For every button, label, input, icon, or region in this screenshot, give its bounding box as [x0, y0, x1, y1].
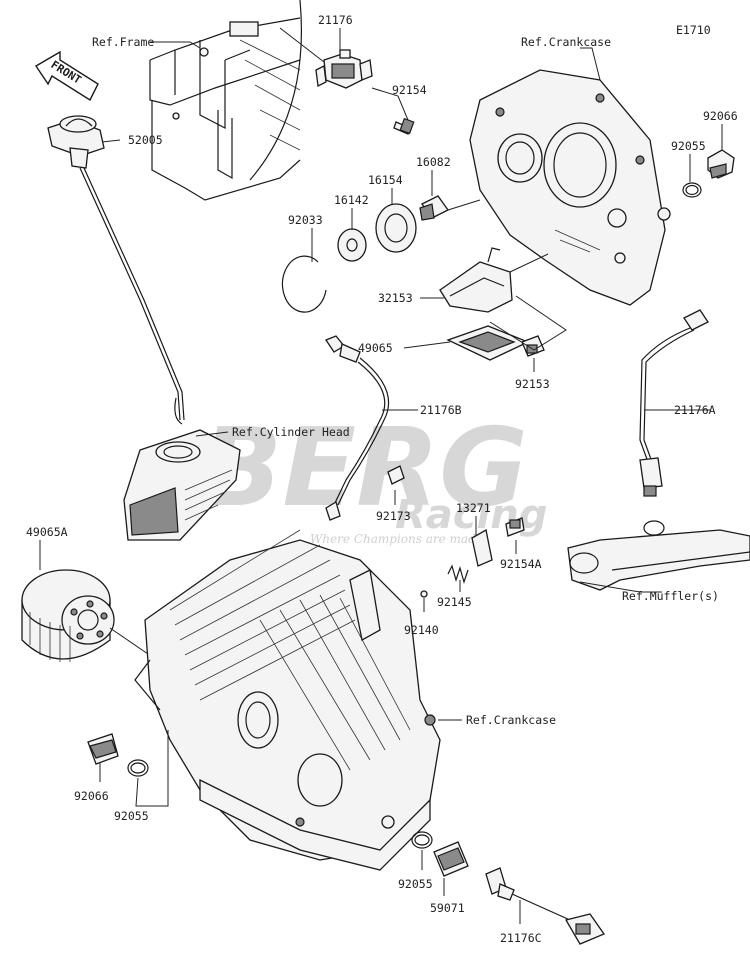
rotor-16142: [337, 228, 367, 262]
label-92066-bottom: 92066: [74, 789, 109, 803]
label-ref-crankcase-top: Ref.Crankcase: [521, 35, 611, 49]
label-92154A: 92154A: [500, 557, 542, 571]
label-ref-frame: Ref.Frame: [92, 35, 154, 49]
crankcase-main-drawing: [134, 529, 441, 871]
shaft-16082: [419, 195, 449, 221]
sensor-21176C: [485, 867, 605, 945]
label-16082: 16082: [416, 155, 451, 169]
callout-lines: [39, 27, 723, 924]
front-arrow-icon: FRONT: [35, 50, 99, 102]
label-92154: 92154: [392, 83, 427, 97]
crankcase-cover-drawing: [469, 69, 671, 306]
washer-92055-left: [127, 759, 149, 777]
watermark-main: BERG: [200, 406, 528, 531]
plate-13271: [471, 528, 493, 567]
plug-92066-top: [707, 149, 735, 179]
watermark-logo: BERG Racing Where Champions are made: [200, 406, 547, 546]
label-32153: 32153: [378, 291, 413, 305]
dipstick-52005: [47, 115, 185, 425]
label-49065: 49065: [358, 341, 393, 355]
cylinder-head-drawing: [123, 429, 241, 541]
plug-59071: [433, 841, 469, 877]
label-92055-left: 92055: [114, 809, 149, 823]
oil-filter-49065A: [21, 569, 115, 662]
bolt-92154: [393, 117, 415, 135]
label-92145: 92145: [437, 595, 472, 609]
terminal-92173: [387, 465, 405, 485]
gasket-49065: [446, 325, 530, 361]
cover-32153: [439, 247, 513, 313]
plug-92066-bottom: [87, 733, 119, 765]
label-92066-top: 92066: [703, 109, 738, 123]
label-92140: 92140: [404, 623, 439, 637]
watermark-tagline: Where Champions are made: [310, 532, 483, 546]
frame-drawing: [149, 0, 303, 201]
diagram-code: E1710: [676, 23, 711, 37]
label-21176C: 21176C: [500, 931, 542, 945]
bolt-92154A: [505, 517, 525, 537]
label-52005: 52005: [128, 133, 163, 147]
label-16142: 16142: [334, 193, 369, 207]
label-21176A: 21176A: [674, 403, 716, 417]
label-ref-cylinder-head: Ref.Cylinder Head: [232, 425, 350, 439]
spring-92145: [447, 564, 469, 585]
switch-21176: [315, 49, 373, 89]
washer-92055-bottom: [411, 831, 433, 849]
label-21176: 21176: [318, 13, 353, 27]
label-21176B: 21176B: [420, 403, 462, 417]
rotor-16154: [375, 203, 417, 253]
part-labels: Ref.Frame 21176 92154 52005 Ref.Crankcas…: [26, 13, 738, 945]
label-92153: 92153: [515, 377, 550, 391]
label-16154: 16154: [368, 173, 403, 187]
label-92173: 92173: [376, 509, 411, 523]
ball-92140: [420, 590, 428, 598]
circlip-92033: [281, 255, 327, 313]
label-13271: 13271: [456, 501, 491, 515]
label-ref-mufflers: Ref.Muffler(s): [622, 589, 719, 603]
harness-21176B: [325, 335, 390, 521]
sensor-21176A: [639, 309, 709, 497]
label-59071: 59071: [430, 901, 465, 915]
muffler-drawing: [567, 520, 750, 591]
label-92055-bottom: 92055: [398, 877, 433, 891]
label-92055-top: 92055: [671, 139, 706, 153]
washer-92055-top: [682, 182, 702, 198]
label-49065A: 49065A: [26, 525, 68, 539]
label-ref-crankcase-mid: Ref.Crankcase: [466, 713, 556, 727]
label-92033: 92033: [288, 213, 323, 227]
